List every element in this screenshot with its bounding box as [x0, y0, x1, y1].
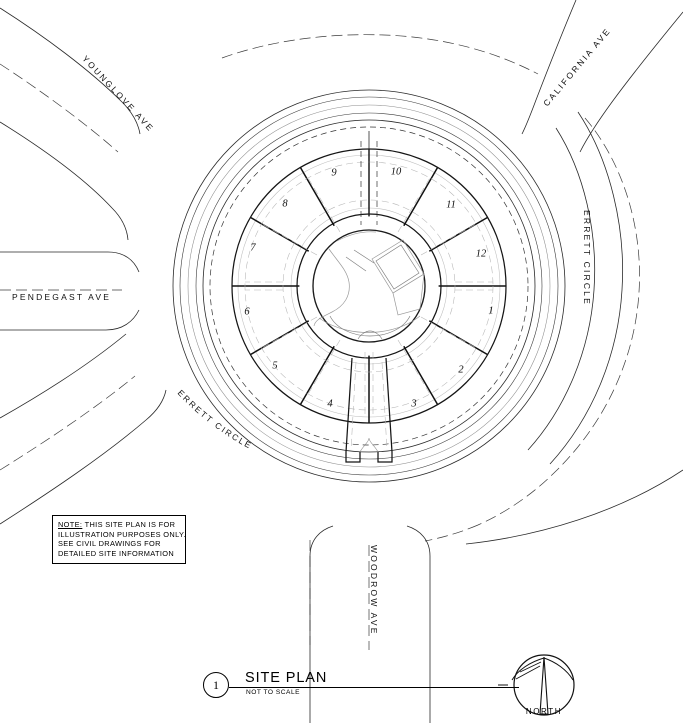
- central-core: [312, 229, 426, 343]
- title-rule: [229, 686, 519, 688]
- core-boundary: [312, 229, 426, 343]
- street-label-woodrow-ave: WOODROW AVE: [369, 545, 379, 636]
- errett-southwest-edge-inner: [0, 333, 127, 419]
- pendegast-road-edge-south: [0, 309, 140, 331]
- younglove-road-edge-south: [0, 121, 129, 241]
- core-diagonal-1: [353, 249, 375, 264]
- unit-number-9: 9: [331, 167, 337, 179]
- parcel-boundary-southeast: [424, 524, 479, 542]
- unit-number-11: 11: [446, 199, 456, 211]
- south-entry-feature: [345, 357, 393, 463]
- parcel-boundary-southwest: [0, 375, 136, 471]
- circle-road-outer-edge: [172, 89, 566, 483]
- street-label-errett-circle-east: ERRETT CIRCLE: [582, 210, 592, 306]
- unit-number-10: 10: [390, 166, 402, 178]
- core-bottom-nub: [357, 330, 383, 340]
- detail-reference-bubble: 1: [203, 672, 229, 698]
- woodrow-road-edge-east: [406, 525, 431, 723]
- california-road-edge-west: [521, 0, 577, 135]
- svg-text:ERRETT CIRCLE: ERRETT CIRCLE: [176, 388, 255, 451]
- errett-east-edge-inner: [527, 127, 596, 451]
- errett-east-edge-outer: [549, 111, 623, 465]
- note-line-3: SEE CIVIL DRAWINGS FOR: [58, 539, 161, 549]
- woodrow-road-edge-west: [309, 525, 334, 723]
- note-line-1-rest: THIS SITE PLAN IS FOR: [82, 520, 176, 529]
- circle-road-inner-edge: [202, 119, 536, 453]
- core-curve-lower: [318, 315, 421, 333]
- pendegast-road-edge-north: [0, 251, 140, 273]
- core-top-curve: [336, 231, 377, 242]
- north-arrow-label: NORTH: [525, 707, 563, 716]
- errett-southwest-edge-outer: [0, 389, 167, 525]
- north-arrow-graphic: [498, 654, 575, 716]
- unit-number-6: 6: [244, 306, 250, 318]
- note-line-2: ILLUSTRATION PURPOSES ONLY.: [58, 529, 186, 539]
- illustration-note-box: NOTE: THIS SITE PLAN IS FOR ILLUSTRATION…: [52, 515, 186, 565]
- unit-number-8: 8: [282, 198, 288, 210]
- core-angled-block-small: [392, 273, 425, 316]
- circle-road-inner-curb: [195, 112, 543, 460]
- circle-road-centerline: [187, 104, 551, 468]
- younglove-road-edge-north: [0, 7, 141, 135]
- street-label-pendegast-ave: PENDEGAST AVE: [12, 292, 112, 302]
- unit-number-7: 7: [250, 242, 256, 254]
- note-line-4: DETAILED SITE INFORMATION: [58, 548, 175, 558]
- unit-number-2: 2: [458, 364, 464, 376]
- parcel-boundary-north: [221, 34, 539, 75]
- core-lower-oval: [329, 315, 411, 337]
- unit-number-1: 1: [488, 305, 494, 317]
- unit-number-3: 3: [411, 398, 417, 410]
- unit-number-4: 4: [327, 398, 333, 410]
- parcel-boundary-east: [477, 117, 640, 526]
- circle-road-lane-stripe: [209, 126, 529, 446]
- building-ring: [231, 131, 507, 463]
- parcel-boundary-northwest: [0, 63, 119, 153]
- unit-number-12: 12: [475, 248, 487, 260]
- note-line-1: NOTE: THIS SITE PLAN IS FOR: [58, 520, 180, 530]
- page-title: SITE PLAN: [245, 670, 328, 686]
- scale-note: NOT TO SCALE: [246, 689, 301, 696]
- circle-road-outer-curb: [179, 96, 559, 476]
- errett-circle-arc-label: ERRETT CIRCLE: [176, 388, 255, 451]
- note-keyword: NOTE:: [58, 520, 83, 529]
- north-walkway-corridor: [360, 131, 378, 225]
- core-angled-block-large-inner: [375, 244, 420, 290]
- unit-number-5: 5: [272, 360, 278, 372]
- errett-arc-text: ERRETT CIRCLE: [176, 388, 253, 451]
- california-road-edge-east: [579, 11, 683, 153]
- southeast-road-return: [465, 469, 683, 545]
- core-diagonal-2: [345, 256, 367, 272]
